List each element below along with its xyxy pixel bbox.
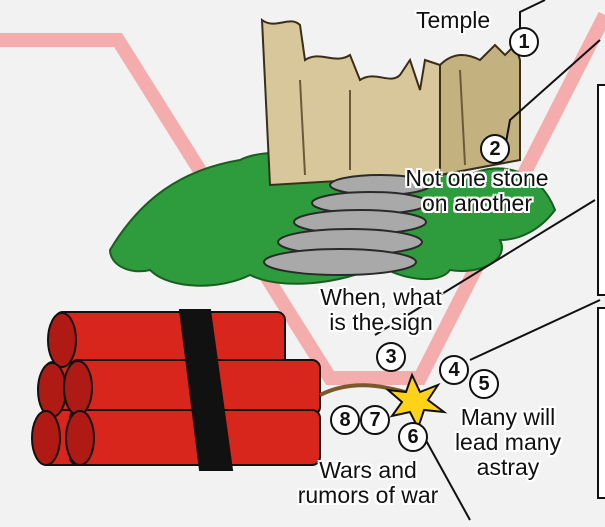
temple-ruins (260, 17, 521, 187)
label-not-one-stone: Not one stone on another (382, 166, 572, 216)
label-wars-line1: Wars and (319, 457, 417, 483)
label-wars-line2: rumors of war (297, 482, 439, 508)
label-when-sign-line1: When, what (320, 284, 442, 310)
label-when-sign: When, what is the sign (296, 285, 466, 335)
callout-box-top (597, 84, 605, 296)
marker-6: 6 (398, 422, 428, 452)
marker-3: 3 (376, 342, 406, 372)
label-astray-line3: astray (476, 454, 540, 480)
callout-box-bottom (597, 307, 605, 499)
label-astray-line2: lead many (454, 429, 562, 455)
dynamite-band (178, 309, 234, 471)
marker-1: 1 (509, 27, 539, 57)
marker-4: 4 (439, 355, 469, 385)
label-not-one-stone-line2: on another (422, 190, 532, 216)
label-astray-line1: Many will (460, 404, 556, 430)
label-when-sign-line2: is the sign (329, 309, 433, 335)
label-astray: Many will lead many astray (448, 405, 568, 480)
fuse (319, 383, 406, 397)
stone-steps (263, 174, 431, 276)
label-not-one-stone-line1: Not one stone (405, 165, 549, 191)
marker-7: 7 (360, 405, 390, 435)
dynamite-bundle (31, 309, 406, 471)
marker-8: 8 (330, 405, 360, 435)
label-wars: Wars and rumors of war (268, 458, 468, 508)
label-temple: Temple (416, 7, 491, 33)
marker-5: 5 (469, 369, 499, 399)
marker-2: 2 (480, 134, 510, 164)
